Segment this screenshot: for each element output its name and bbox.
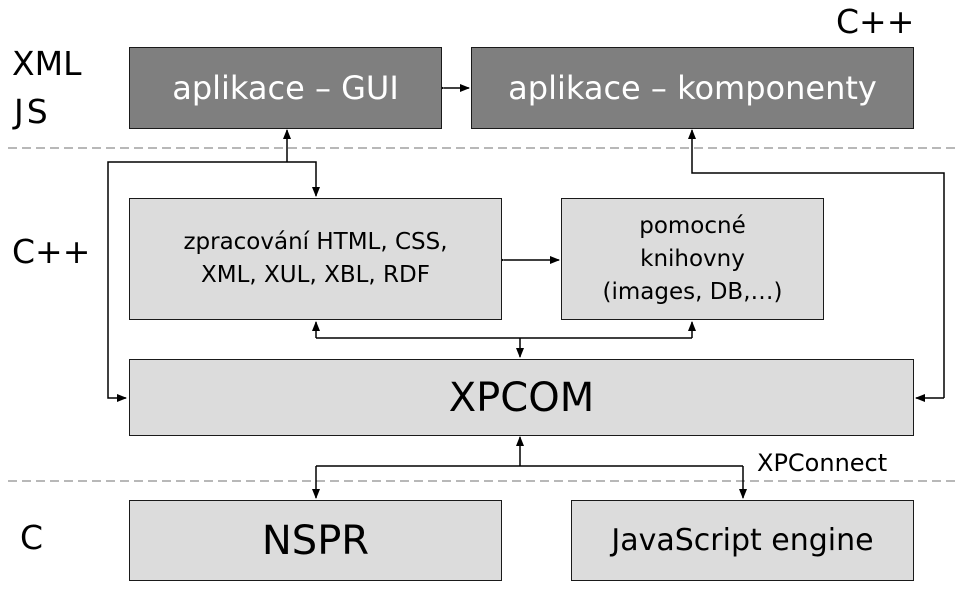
nspr-label: NSPR xyxy=(261,517,370,564)
app-gui-label: aplikace – GUI xyxy=(172,69,399,107)
layer-label-top-cpp: C++ xyxy=(836,2,915,41)
nspr-box: NSPR xyxy=(129,500,502,581)
app-gui-box: aplikace – GUI xyxy=(129,47,442,129)
xpcom-label: XPCOM xyxy=(448,374,595,421)
app-components-label: aplikace – komponenty xyxy=(508,69,877,107)
arrow-gui-to-xpcom xyxy=(107,161,287,402)
helpers-label-line2: knihovny xyxy=(640,245,745,272)
app-components-box: aplikace – komponenty xyxy=(471,47,914,129)
js-engine-label: JavaScript engine xyxy=(611,523,874,558)
helpers-label-line3: (images, DB,…) xyxy=(602,278,783,305)
layer-label-c: C xyxy=(20,518,44,557)
arrow-components-xpcom-up xyxy=(688,129,945,398)
helpers-label-line1: pomocné xyxy=(639,212,746,239)
helpers-box: pomocné knihovny (images, DB,…) xyxy=(561,198,824,320)
processing-box: zpracování HTML, CSS, XML, XUL, XBL, RDF xyxy=(129,198,502,320)
layer-label-js: JS xyxy=(14,92,51,131)
xpconnect-label: XPConnect xyxy=(757,449,888,477)
arrow-gui-to-processing xyxy=(287,161,320,197)
processing-label-line2: XML, XUL, XBL, RDF xyxy=(201,262,430,288)
layer-label-middle-cpp: C++ xyxy=(12,232,91,271)
js-engine-box: JavaScript engine xyxy=(571,500,914,581)
xpcom-box: XPCOM xyxy=(129,359,914,436)
layer-label-xml: XML xyxy=(12,44,82,83)
processing-label-line1: zpracování HTML, CSS, xyxy=(183,229,448,255)
